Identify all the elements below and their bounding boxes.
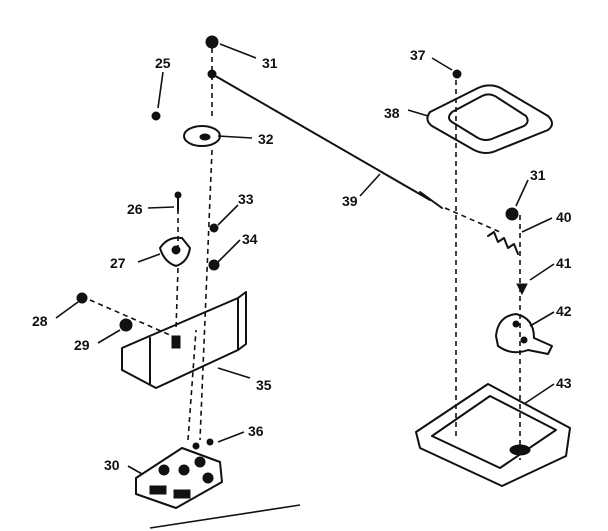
callout-43: 43 [556,375,572,391]
callout-38: 38 [384,105,400,121]
callout-25: 25 [155,55,171,71]
part-25-screw [151,111,161,121]
part-37-fastener [452,69,462,79]
callout-26: 26 [127,201,143,217]
callout-37: 37 [410,47,426,63]
callout-29: 29 [74,337,90,353]
part-39-linkage-rod [207,69,443,209]
part-41-clip [516,283,528,296]
callout-leaders [55,43,555,475]
part-42-cam [495,313,553,355]
callout-36: 36 [248,423,264,439]
callout-34: 34 [242,231,258,247]
part-43-tray [415,383,571,487]
part-31-nut-top [205,35,219,49]
part-32-cam [183,125,221,147]
callout-33: 33 [238,191,254,207]
callout-28: 28 [32,313,48,329]
part-29-screw [119,318,133,332]
callout-27: 27 [110,255,126,271]
callout-32: 32 [258,131,274,147]
part-31-nut-right [505,207,519,221]
callout-31-right: 31 [530,167,546,183]
part-34-nut [208,259,220,271]
part-40-spring [487,231,519,255]
callout-39: 39 [342,193,358,209]
part-27-lever [159,236,191,267]
callout-30: 30 [104,457,120,473]
callout-31-top: 31 [262,55,278,71]
callout-35: 35 [256,377,272,393]
part-38-bezel [426,84,553,154]
part-36-screws [192,438,214,450]
part-30-switch-assembly [135,447,223,509]
part-35-bracket [121,291,247,389]
callout-40: 40 [556,209,572,225]
callout-42: 42 [556,303,572,319]
part-28-screw [76,292,88,304]
alignment-lines [89,48,521,460]
part-33-washer [209,223,219,233]
part-26-screw [174,191,182,211]
base-edge [149,504,301,529]
callout-41: 41 [556,255,572,271]
